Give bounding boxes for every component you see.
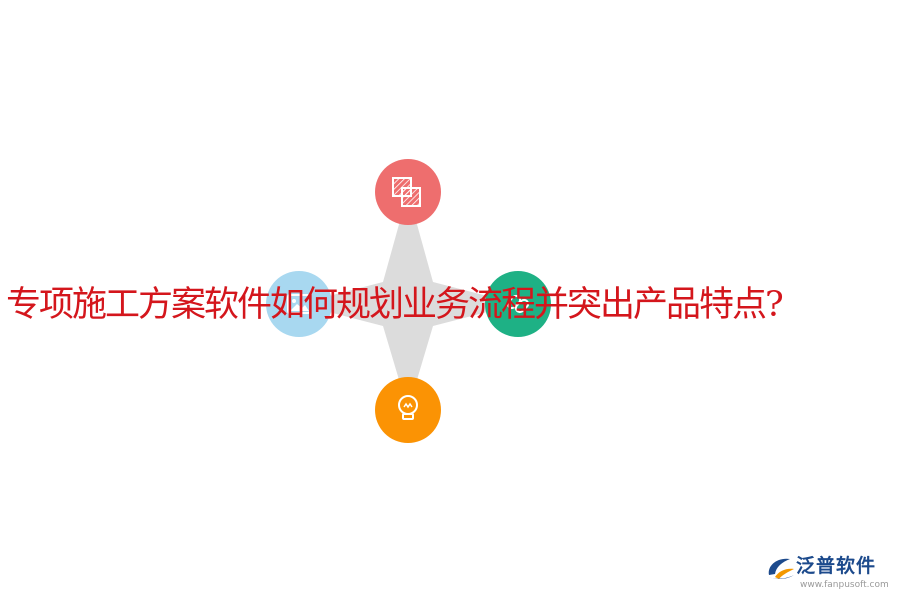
logo-url: www.fanpusoft.com: [800, 580, 889, 591]
node-bottom: [375, 377, 441, 443]
fanpu-logo-icon: [766, 555, 796, 581]
logo-name: 泛普软件: [796, 554, 876, 578]
brand-logo: 泛普软件 www.fanpusoft.com: [766, 553, 892, 593]
page-title: 专项施工方案软件如何规划业务流程并突出产品特点?: [6, 283, 896, 327]
node-top: [375, 159, 441, 225]
